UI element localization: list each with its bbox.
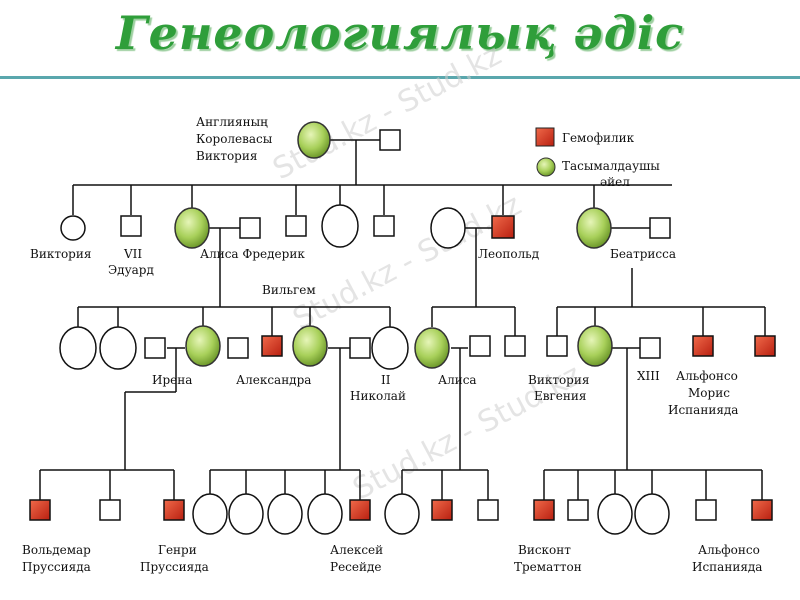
legend-carrier-label: Тасымалдаушы	[562, 159, 660, 173]
female-symbol	[99, 326, 137, 370]
label-voldemar-2: Пруссияда	[22, 560, 91, 574]
female-symbol	[267, 493, 303, 535]
male-symbol	[567, 499, 589, 521]
male-symbol	[546, 335, 568, 357]
label-genri-2: Пруссияда	[140, 560, 209, 574]
header-divider	[0, 76, 800, 79]
carrier-female-symbol	[174, 207, 210, 249]
label-ii: II	[381, 373, 391, 387]
label-alfonso2-1: Альфонсо	[698, 543, 760, 557]
male-symbol	[99, 499, 121, 521]
label-viktoriya-evgeniya-1: Виктория	[528, 373, 589, 387]
affected-male-symbol	[754, 335, 776, 357]
male-symbol	[239, 217, 261, 239]
legend-carrier-label-2: әйел	[600, 175, 630, 189]
queen-label-2: Королевасы	[196, 132, 273, 146]
male-symbol	[349, 337, 371, 359]
watermark: Stud.kz - Stud.kz Stud.kz - Stud.kz Stud…	[267, 37, 587, 507]
male-symbol	[469, 335, 491, 357]
label-voldemar-1: Вольдемар	[22, 543, 91, 557]
label-alfonso-2: Морис	[688, 386, 730, 400]
label-aleksei-2: Ресейде	[330, 560, 382, 574]
female-symbol	[430, 207, 466, 249]
male-symbol	[649, 217, 671, 239]
female-symbol	[228, 493, 264, 535]
header: Генеологиялық әдіс	[0, 0, 800, 76]
affected-male-symbol	[431, 499, 453, 521]
label-irena: Ирена	[152, 373, 192, 387]
label-alisa-frederik: Алиса Фредерик	[200, 247, 305, 261]
affected-male-symbol	[533, 499, 555, 521]
female-symbol	[384, 493, 420, 535]
male-symbol	[144, 337, 166, 359]
affected-male-symbol	[261, 335, 283, 357]
male-symbol	[477, 499, 499, 521]
female-symbol	[307, 493, 343, 535]
male-symbol	[639, 337, 661, 359]
label-alfonso2-2: Испанияда	[692, 560, 762, 574]
carrier-female-symbol	[185, 325, 221, 367]
female-symbol	[59, 326, 97, 370]
male-symbol	[227, 337, 249, 359]
female-symbol	[371, 326, 409, 370]
female-symbol	[597, 493, 633, 535]
label-viskont-1: Висконт	[518, 543, 571, 557]
label-aleksei-1: Алексей	[330, 543, 383, 557]
pedigree-labels: Англияның Королевасы Виктория Виктория V…	[22, 115, 762, 574]
queen-label-1: Англияның	[196, 115, 268, 129]
affected-male-symbol	[491, 215, 515, 239]
affected-male-symbol	[349, 499, 371, 521]
label-genri-1: Генри	[158, 543, 197, 557]
label-alfonso-1: Альфонсо	[676, 369, 738, 383]
affected-male-symbol	[751, 499, 773, 521]
carrier-female-symbol	[577, 325, 613, 367]
label-viktoriya: Виктория	[30, 247, 91, 261]
carrier-female-symbol	[576, 207, 612, 249]
affected-male-symbol	[692, 335, 714, 357]
watermark-text: Stud.kz - Stud.kz	[287, 187, 527, 337]
label-vilgelm: Вильгем	[262, 283, 316, 297]
affected-male-symbol	[163, 499, 185, 521]
label-vii: VII	[123, 247, 142, 261]
legend-hemophilia-label: Гемофилик	[562, 131, 635, 145]
male-symbol	[504, 335, 526, 357]
label-beatrissa: Беатрисса	[610, 247, 676, 261]
label-nikolai: Николай	[350, 389, 406, 403]
male-symbol	[379, 129, 401, 151]
male-symbol	[373, 215, 395, 237]
female-symbol	[634, 493, 670, 535]
male-symbol	[695, 499, 717, 521]
affected-male-legend-symbol	[535, 127, 555, 147]
carrier-female-symbol	[414, 327, 450, 369]
label-viktoriya-evgeniya-2: Евгения	[534, 389, 586, 403]
watermark-text: Stud.kz - Stud.kz	[267, 37, 507, 187]
female-symbol	[192, 493, 228, 535]
generation-1	[297, 121, 401, 159]
carrier-female-symbol	[292, 325, 328, 367]
queen-label-3: Виктория	[196, 149, 257, 163]
generation-4	[29, 493, 773, 535]
affected-male-symbol	[29, 499, 51, 521]
carrier-legend-symbol	[536, 157, 556, 177]
page-title: Генеологиялық әдіс	[115, 6, 685, 60]
male-symbol	[285, 215, 307, 237]
label-xiii: XIII	[637, 369, 660, 383]
label-eduard: Эдуард	[108, 263, 154, 277]
generation-2	[60, 204, 671, 249]
label-leopold: Леопольд	[478, 247, 539, 261]
label-viskont-2: Трематтон	[514, 560, 582, 574]
generation-3	[59, 325, 776, 370]
label-alfonso-3: Испанияда	[668, 403, 738, 417]
label-aleksandra: Александра	[236, 373, 311, 387]
carrier-female-symbol	[297, 121, 331, 159]
legend: Гемофилик Тасымалдаушы әйел	[535, 127, 660, 189]
label-alisa: Алиса	[438, 373, 477, 387]
pedigree-lines	[39, 139, 766, 500]
female-symbol	[60, 215, 86, 241]
female-symbol	[321, 204, 359, 248]
male-symbol	[120, 215, 142, 237]
